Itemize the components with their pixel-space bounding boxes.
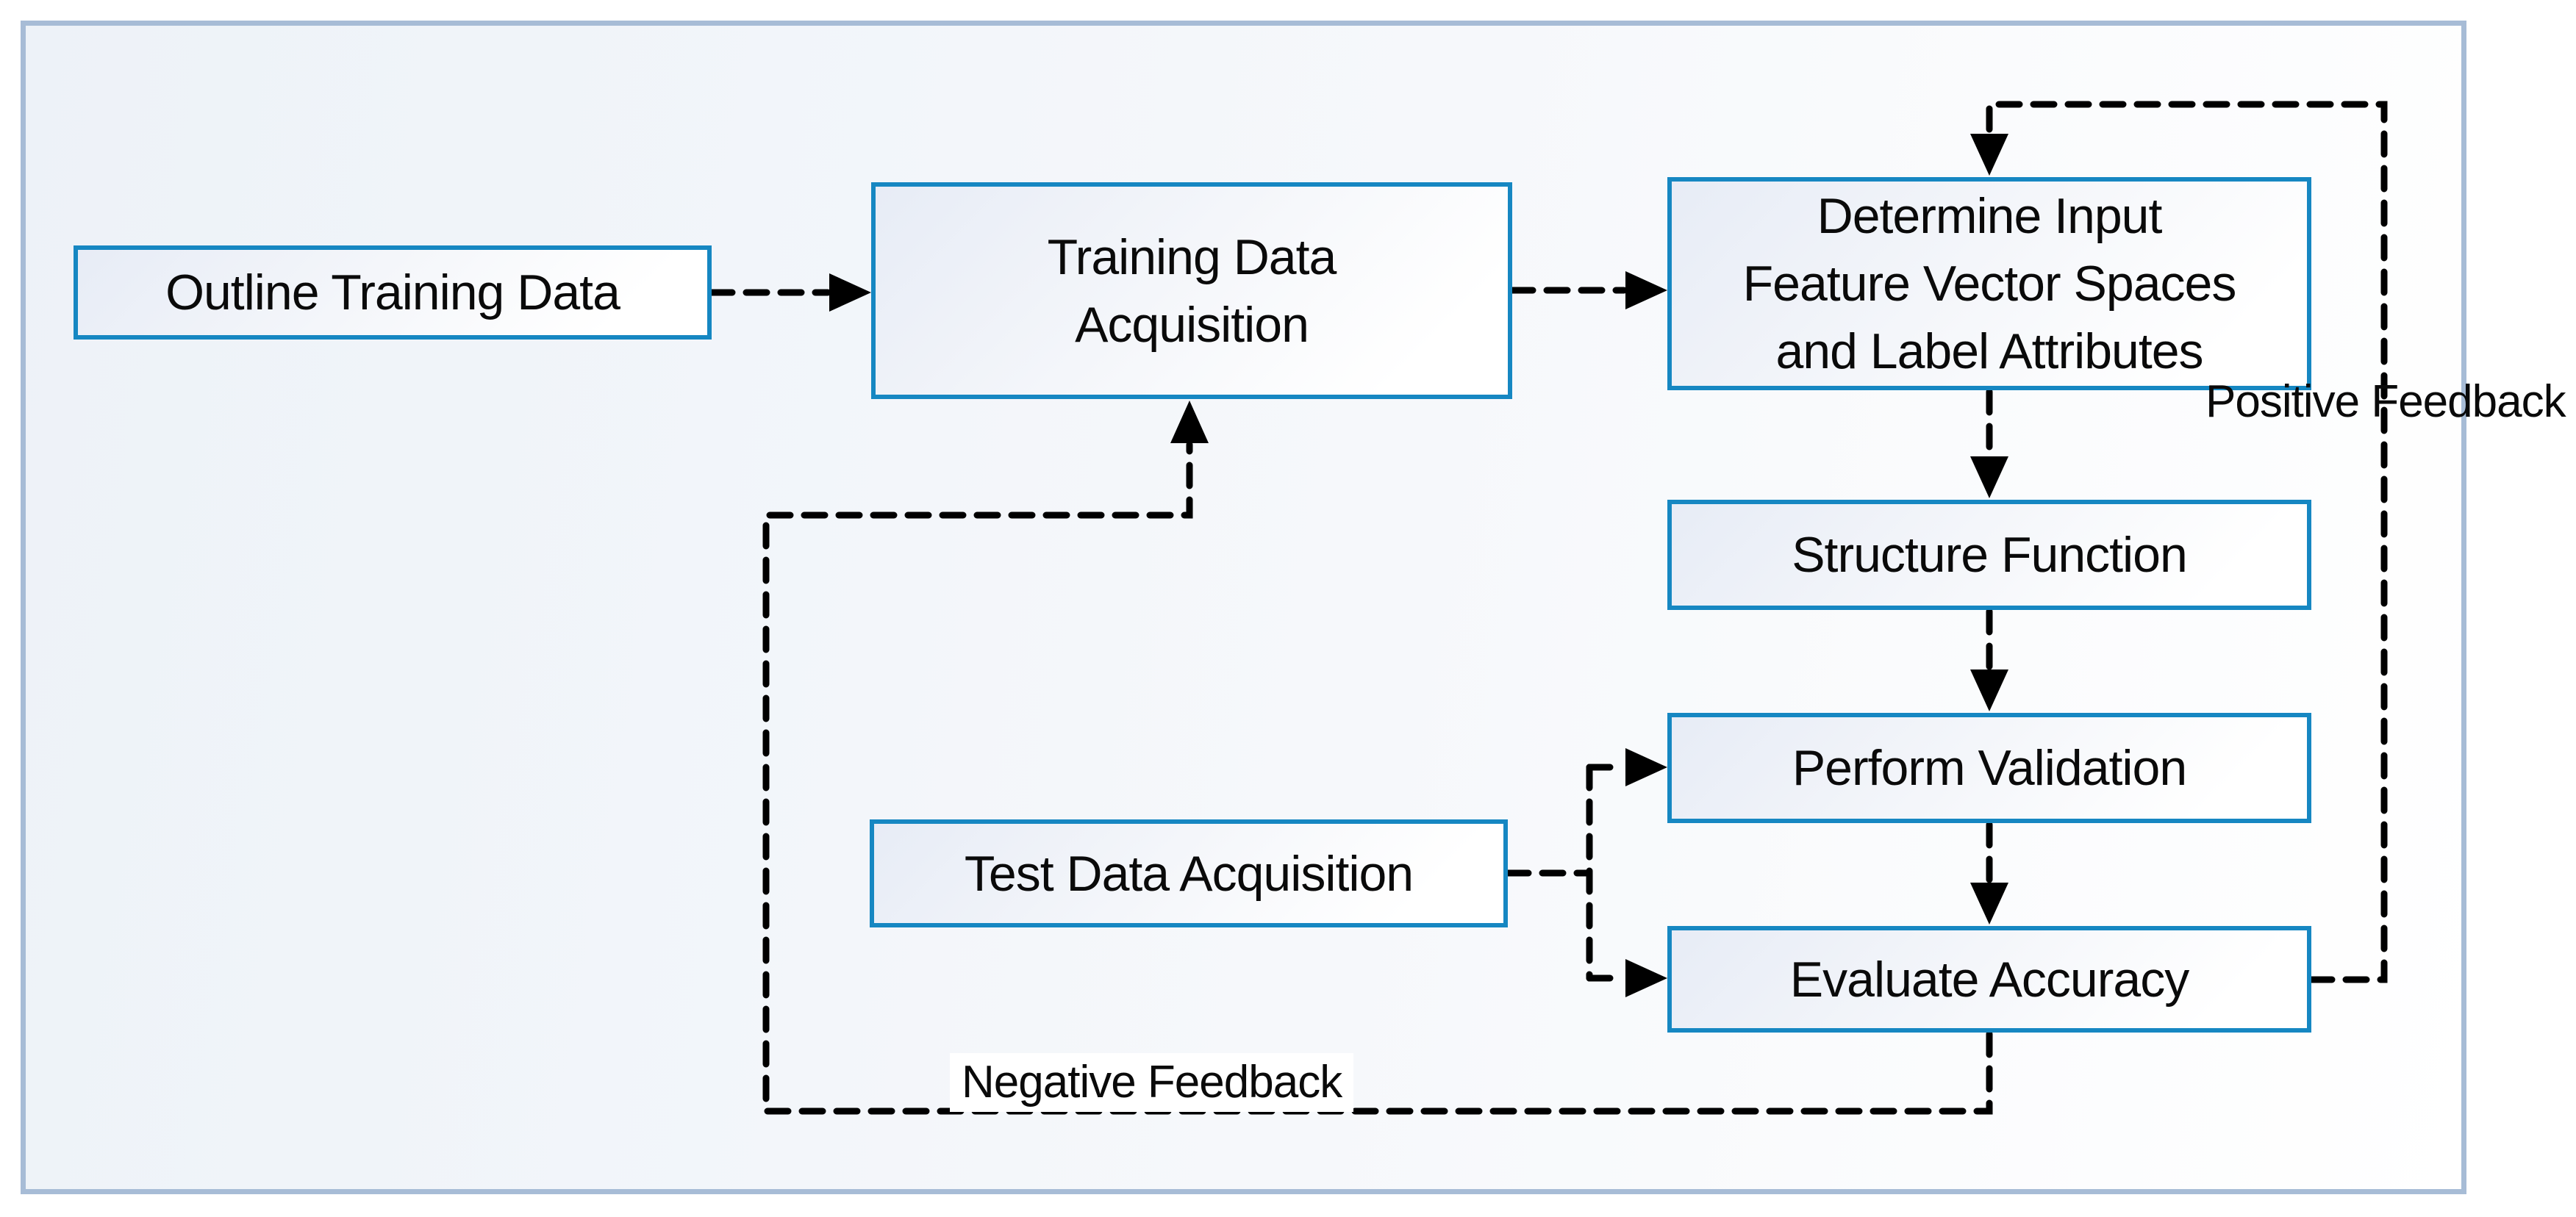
node-structure-function: Structure Function bbox=[1667, 500, 2311, 610]
positive-feedback-label: Positive Feedback bbox=[2205, 376, 2566, 427]
node-label: Acquisition bbox=[1075, 296, 1309, 353]
arrowhead-into-evaluate-top bbox=[1970, 883, 2008, 925]
arrowhead-into-structure-top bbox=[1970, 456, 2008, 498]
node-determine-input-features: Determine Input Feature Vector Spaces an… bbox=[1667, 177, 2311, 390]
arrowhead-into-training-bottom bbox=[1170, 401, 1209, 443]
node-label: Test Data Acquisition bbox=[964, 845, 1414, 902]
node-perform-validation: Perform Validation bbox=[1667, 713, 2311, 823]
arrowhead-into-training-left bbox=[829, 273, 871, 312]
node-label: Feature Vector Spaces bbox=[1742, 256, 2237, 312]
arrowhead-into-determine-top bbox=[1970, 134, 2008, 176]
arrowhead-into-determine-left bbox=[1625, 271, 1667, 309]
node-label: and Label Attributes bbox=[1775, 323, 2203, 379]
negative-feedback-label: Negative Feedback bbox=[950, 1053, 1354, 1112]
node-label: Training Data bbox=[1047, 229, 1337, 285]
arrowhead-into-evaluate-left bbox=[1625, 959, 1667, 997]
node-label: Determine Input bbox=[1817, 188, 2163, 244]
node-label: Evaluate Accuracy bbox=[1789, 951, 2189, 1008]
node-label: Perform Validation bbox=[1792, 740, 2187, 796]
node-outline-training-data: Outline Training Data bbox=[74, 245, 712, 340]
arrowhead-into-perform-left bbox=[1625, 748, 1667, 786]
arrowhead-into-perform-top bbox=[1970, 669, 2008, 711]
node-evaluate-accuracy: Evaluate Accuracy bbox=[1667, 926, 2311, 1033]
node-training-data-acquisition: Training Data Acquisition bbox=[871, 182, 1512, 399]
node-label: Structure Function bbox=[1792, 527, 2188, 583]
edge-positive-feedback bbox=[1986, 101, 2388, 983]
edge-negative-feedback bbox=[762, 441, 1993, 1115]
node-test-data-acquisition: Test Data Acquisition bbox=[870, 819, 1508, 927]
node-label: Outline Training Data bbox=[165, 265, 620, 320]
